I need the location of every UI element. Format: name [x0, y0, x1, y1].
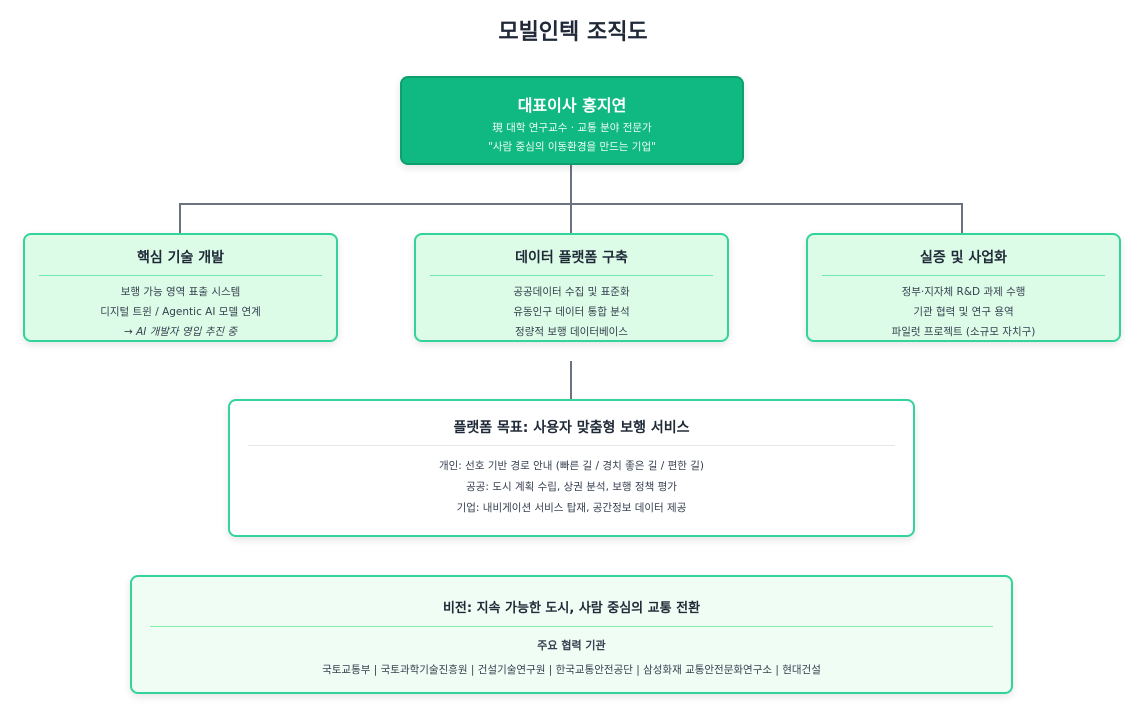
page-title: 모빌인텍 조직도 — [498, 20, 648, 45]
divider — [150, 626, 993, 627]
connector-left-drop — [179, 203, 181, 234]
goal-item: 공공: 도시 계획 수립, 상권 분석, 보행 정책 평가 — [466, 481, 677, 493]
dept-data-platform: 데이터 플랫폼 구축 공공데이터 수집 및 표준화 유동인구 데이터 통합 분석… — [414, 233, 729, 342]
ceo-name: 대표이사 홍지연 — [517, 96, 627, 115]
divider — [430, 275, 713, 276]
goal-item: 기업: 내비게이션 서비스 탑재, 공간정보 데이터 제공 — [456, 502, 687, 514]
connector-dept-to-goal — [570, 361, 572, 400]
dept-title: 데이터 플랫폼 구축 — [515, 250, 628, 266]
connector-center-drop — [570, 203, 572, 234]
ceo-profile: 現 대학 연구교수 · 교통 분야 전문가 — [492, 122, 652, 134]
divider — [822, 275, 1105, 276]
dept-item: 공공데이터 수집 및 표준화 — [513, 286, 630, 298]
ceo-box: 대표이사 홍지연 現 대학 연구교수 · 교통 분야 전문가 "사람 중심의 이… — [400, 76, 744, 165]
dept-item: 디지털 트윈 / Agentic AI 모델 연계 — [100, 306, 261, 318]
vision-box: 비전: 지속 가능한 도시, 사람 중심의 교통 전환 주요 협력 기관 국토교… — [130, 575, 1013, 694]
connector-ceo-down — [570, 165, 572, 204]
vision-title: 비전: 지속 가능한 도시, 사람 중심의 교통 전환 — [442, 601, 701, 616]
connector-right-drop — [961, 203, 963, 234]
dept-item: 보행 가능 영역 표출 시스템 — [120, 286, 241, 298]
partners-list: 국토교통부 | 국토과학기술진흥원 | 건설기술연구원 | 한국교통안전공단 |… — [322, 664, 821, 676]
dept-item: 파일럿 프로젝트 (소규모 자치구) — [891, 326, 1036, 338]
dept-commercialization: 실증 및 사업화 정부·지자체 R&D 과제 수행 기관 협력 및 연구 용역 … — [806, 233, 1121, 342]
dept-title: 핵심 기술 개발 — [136, 250, 225, 266]
dept-item: → AI 개발자 영입 추진 중 — [123, 326, 238, 338]
goal-title: 플랫폼 목표: 사용자 맞춤형 보행 서비스 — [453, 420, 690, 436]
platform-goal-box: 플랫폼 목표: 사용자 맞춤형 보행 서비스 개인: 선호 기반 경로 안내 (… — [228, 399, 915, 537]
dept-core-tech: 핵심 기술 개발 보행 가능 영역 표출 시스템 디지털 트윈 / Agenti… — [23, 233, 338, 342]
dept-item: 기관 협력 및 연구 용역 — [913, 306, 1014, 318]
dept-item: 정량적 보행 데이터베이스 — [515, 326, 628, 338]
ceo-slogan: "사람 중심의 이동환경을 만드는 기업" — [488, 141, 656, 153]
dept-item: 정부·지자체 R&D 과제 수행 — [901, 286, 1026, 298]
goal-item: 개인: 선호 기반 경로 안내 (빠른 길 / 경치 좋은 길 / 편한 길) — [438, 460, 705, 472]
divider — [39, 275, 322, 276]
divider — [248, 445, 895, 446]
dept-item: 유동인구 데이터 통합 분석 — [513, 306, 630, 318]
partners-label: 주요 협력 기관 — [537, 639, 606, 652]
dept-title: 실증 및 사업화 — [919, 250, 1008, 266]
